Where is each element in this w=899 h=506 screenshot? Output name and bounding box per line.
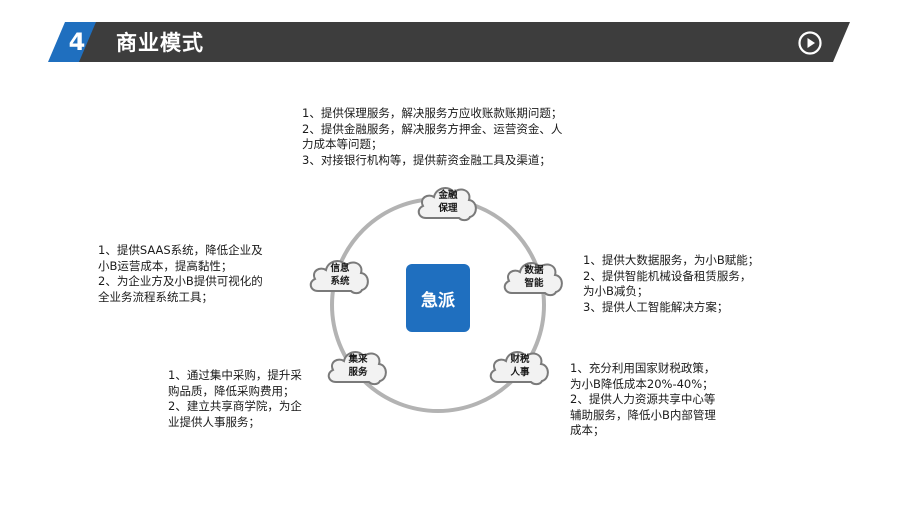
section-number: 4	[68, 28, 86, 56]
node-label-jinrong: 金融 保理	[438, 190, 458, 214]
node-caishui-renshi: 财税 人事	[486, 344, 554, 388]
node-label-xinxi: 信息 系统	[330, 263, 350, 287]
node-label-shuju: 数据 智能	[524, 265, 544, 289]
cloud-icon	[503, 262, 563, 297]
center-node: 急派	[406, 264, 470, 332]
cloud-icon	[327, 351, 387, 386]
node-shuju-zhineng: 数据 智能	[500, 255, 568, 299]
desc-jinrong: 1、提供保理服务，解决服务方应收账款账期问题； 2、提供金融服务，解决服务方押金…	[302, 106, 563, 167]
section-header: 4 商业模式	[0, 0, 899, 70]
node-jinrong-baoli: 金融 保理	[414, 180, 482, 224]
cloud-icon	[417, 187, 477, 222]
desc-shuju: 1、提供大数据服务，为小B赋能； 2、提供智能机械设备租赁服务， 为小B减负； …	[583, 253, 760, 314]
node-label-caishui: 财税 人事	[510, 354, 530, 378]
node-label-jicai: 集采 服务	[348, 354, 368, 378]
cloud-icon	[309, 260, 369, 295]
cloud-icon	[489, 351, 549, 386]
desc-xinxi: 1、提供SAAS系统，降低企业及 小B运营成本，提高黏性； 2、为企业方及小B提…	[98, 243, 263, 304]
node-xinxi-xitong: 信息 系统	[306, 253, 374, 297]
header-banner-shape	[48, 22, 850, 62]
page-title: 商业模式	[116, 31, 204, 55]
node-jicai-fuwu: 集采 服务	[324, 344, 392, 388]
desc-jicai: 1、通过集中采购，提升采 购品质，降低采购费用； 2、建立共享商学院，为企 业提…	[168, 368, 302, 429]
play-icon[interactable]	[798, 31, 822, 55]
desc-caishui: 1、充分利用国家财税政策， 为小B降低成本20%-40%； 2、提供人力资源共享…	[570, 361, 716, 437]
center-label: 急派	[421, 290, 455, 311]
